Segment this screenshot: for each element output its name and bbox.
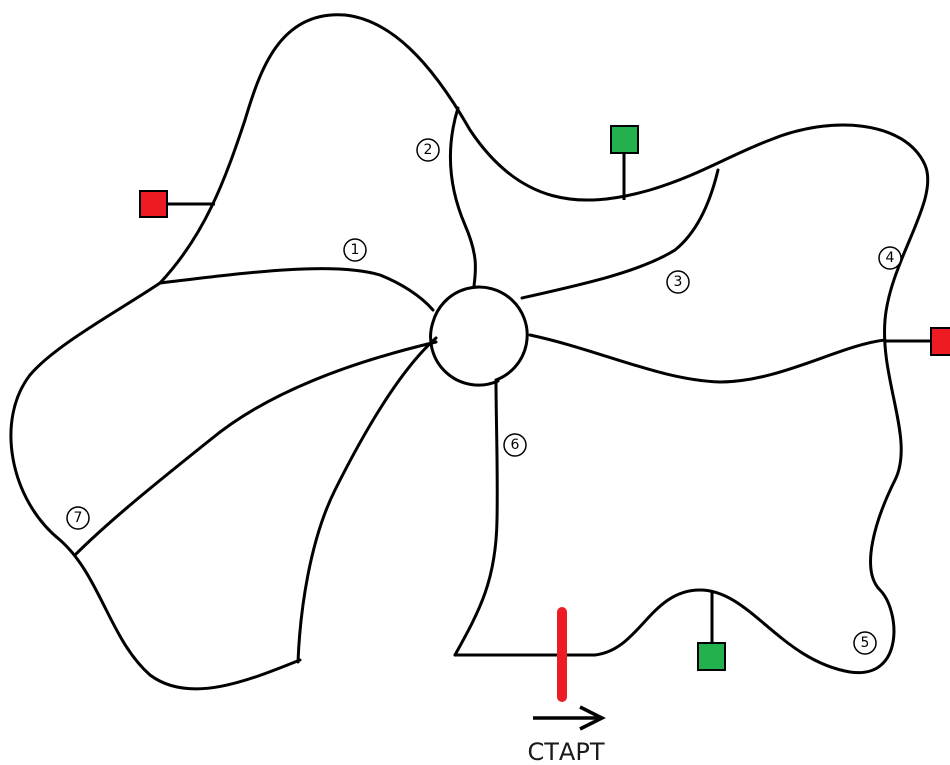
divider-7 (73, 340, 438, 557)
divider-5 (453, 378, 499, 657)
divider-4 (528, 333, 887, 384)
sector-number-label: 1 (351, 242, 360, 258)
sector-number-4: 4 (878, 246, 902, 270)
sector-number-2: 2 (416, 138, 440, 162)
sector-number-label: 7 (74, 510, 83, 526)
divider-6 (296, 336, 438, 664)
sector-number-label: 4 (886, 250, 895, 266)
red-square-icon (930, 327, 950, 356)
central-hub-arc (429, 320, 500, 387)
green-square-icon (610, 125, 639, 154)
sector-number-6: 6 (503, 433, 527, 457)
divider-1 (158, 267, 435, 312)
divider-2 (449, 106, 477, 288)
sector-number-1: 1 (343, 238, 367, 262)
marker-green-top (610, 125, 639, 200)
sector-number-label: 5 (861, 635, 870, 651)
marker-green-bottom (697, 592, 726, 671)
marker-red-right (885, 327, 950, 356)
sector-number-3: 3 (666, 270, 690, 294)
green-square-icon (697, 642, 726, 671)
outer-boundary (9, 13, 930, 691)
central-hub (431, 285, 529, 382)
sector-number-5: 5 (853, 631, 877, 655)
sector-number-label: 3 (674, 274, 683, 290)
sector-number-label: 6 (511, 437, 520, 453)
sector-number-7: 7 (66, 506, 90, 530)
right-arrow-icon (533, 705, 606, 731)
divider-3 (520, 168, 720, 300)
red-square-icon (139, 190, 168, 218)
sector-number-label: 2 (424, 142, 433, 158)
start-label: СТАРТ (528, 738, 605, 765)
marker-red-left (139, 190, 215, 218)
